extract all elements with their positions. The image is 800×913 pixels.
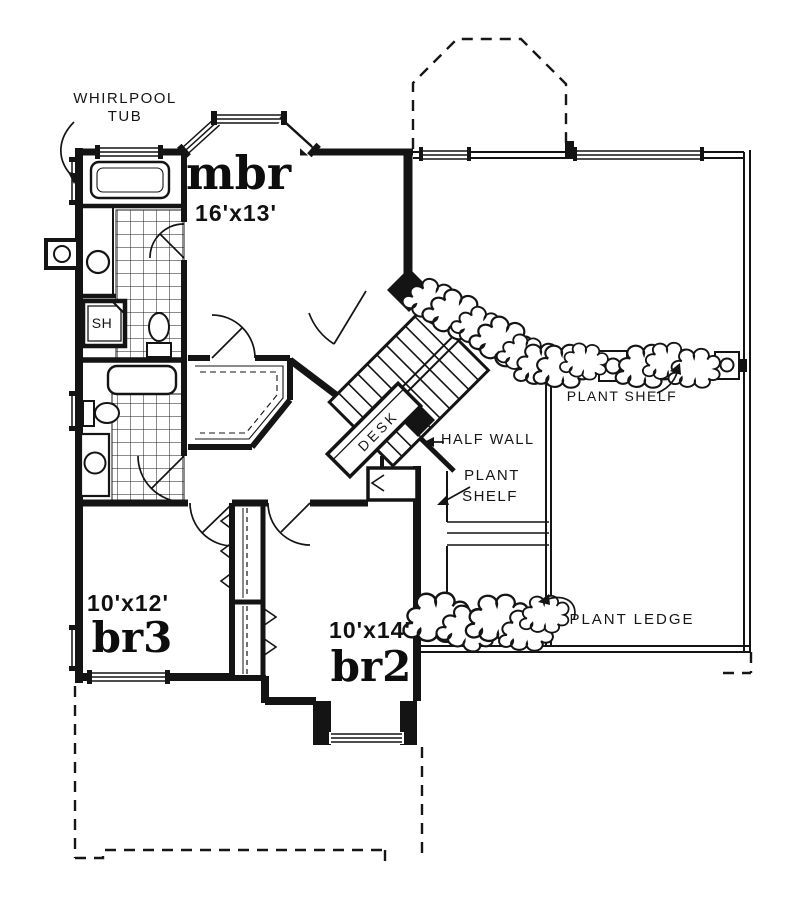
bifold-br2 — [262, 607, 278, 657]
label-whirlpool-line2: TUB — [107, 108, 143, 125]
label-plant-shelf-mid-line2: SHELF — [462, 488, 518, 505]
bathtub — [106, 364, 178, 396]
label-bedroom2-dims: 10'x14' — [329, 617, 411, 643]
arrow-plant-ledge — [544, 596, 576, 620]
dashed-corner-bracket — [723, 652, 753, 675]
label-plant-shelf-stairs: PLANT SHELF — [566, 388, 678, 404]
plant-shelf-mid-lines — [447, 521, 549, 546]
wall-jamb — [565, 141, 574, 157]
label-master-bedroom-dims: 16'x13' — [195, 200, 277, 226]
door-mbr — [308, 290, 367, 345]
windows — [69, 111, 704, 744]
br2-closet-nook — [366, 466, 419, 502]
door-walkin-closet — [211, 314, 256, 359]
dashed-lower-outline — [73, 686, 387, 866]
shower-stall — [80, 298, 128, 349]
vanity-bath2 — [79, 432, 111, 498]
label-plant-ledge: PLANT LEDGE — [569, 611, 695, 628]
label-plant-shelf-mid-line1: PLANT — [464, 467, 520, 484]
label-bedroom2-name: br2 — [330, 642, 412, 691]
label-whirlpool-line1: WHIRLPOOL — [73, 90, 177, 107]
dashed-bay-top — [411, 37, 568, 149]
window-left-bath2 — [69, 391, 83, 431]
exterior-niche — [44, 238, 80, 270]
walk-in-closet-walls — [188, 355, 293, 450]
window-tub — [95, 145, 163, 159]
door-br2 — [267, 502, 311, 546]
door-ensuite — [149, 223, 185, 259]
toilet-ensuite — [146, 312, 172, 358]
whirlpool-tub-inner — [96, 167, 164, 193]
arrow-plant-mid — [442, 486, 471, 503]
window-br3 — [87, 670, 170, 684]
annotation-arrows — [60, 121, 681, 620]
window-br2-bump — [329, 732, 404, 744]
door-swings — [137, 223, 367, 547]
windows-open-area-top — [419, 147, 704, 161]
label-half-wall: HALF WALL — [441, 432, 535, 448]
desk — [324, 380, 424, 480]
walkin-shelf-edge — [195, 365, 284, 440]
toilet-bath2 — [82, 400, 120, 427]
label-bedroom3-dims: 10'x12' — [87, 590, 169, 616]
shelf-post-column — [719, 357, 735, 373]
bump-jamb-left — [313, 701, 331, 745]
bump-jamb-right — [400, 701, 417, 745]
walkin-rod-dashed — [200, 371, 278, 434]
walls — [75, 148, 456, 705]
label-master-bedroom-name: mbr — [186, 146, 292, 200]
label-shower: SH — [91, 315, 113, 331]
label-bedroom3-name: br3 — [91, 613, 173, 662]
fixtures — [44, 160, 419, 502]
sink-ensuite — [85, 249, 111, 275]
door-br3 — [189, 502, 234, 547]
bay-window — [177, 111, 321, 159]
door-bath2 — [137, 455, 185, 503]
window-left-br3 — [69, 625, 83, 671]
roof-outline-dashed — [73, 37, 753, 866]
closet-details — [195, 365, 284, 674]
